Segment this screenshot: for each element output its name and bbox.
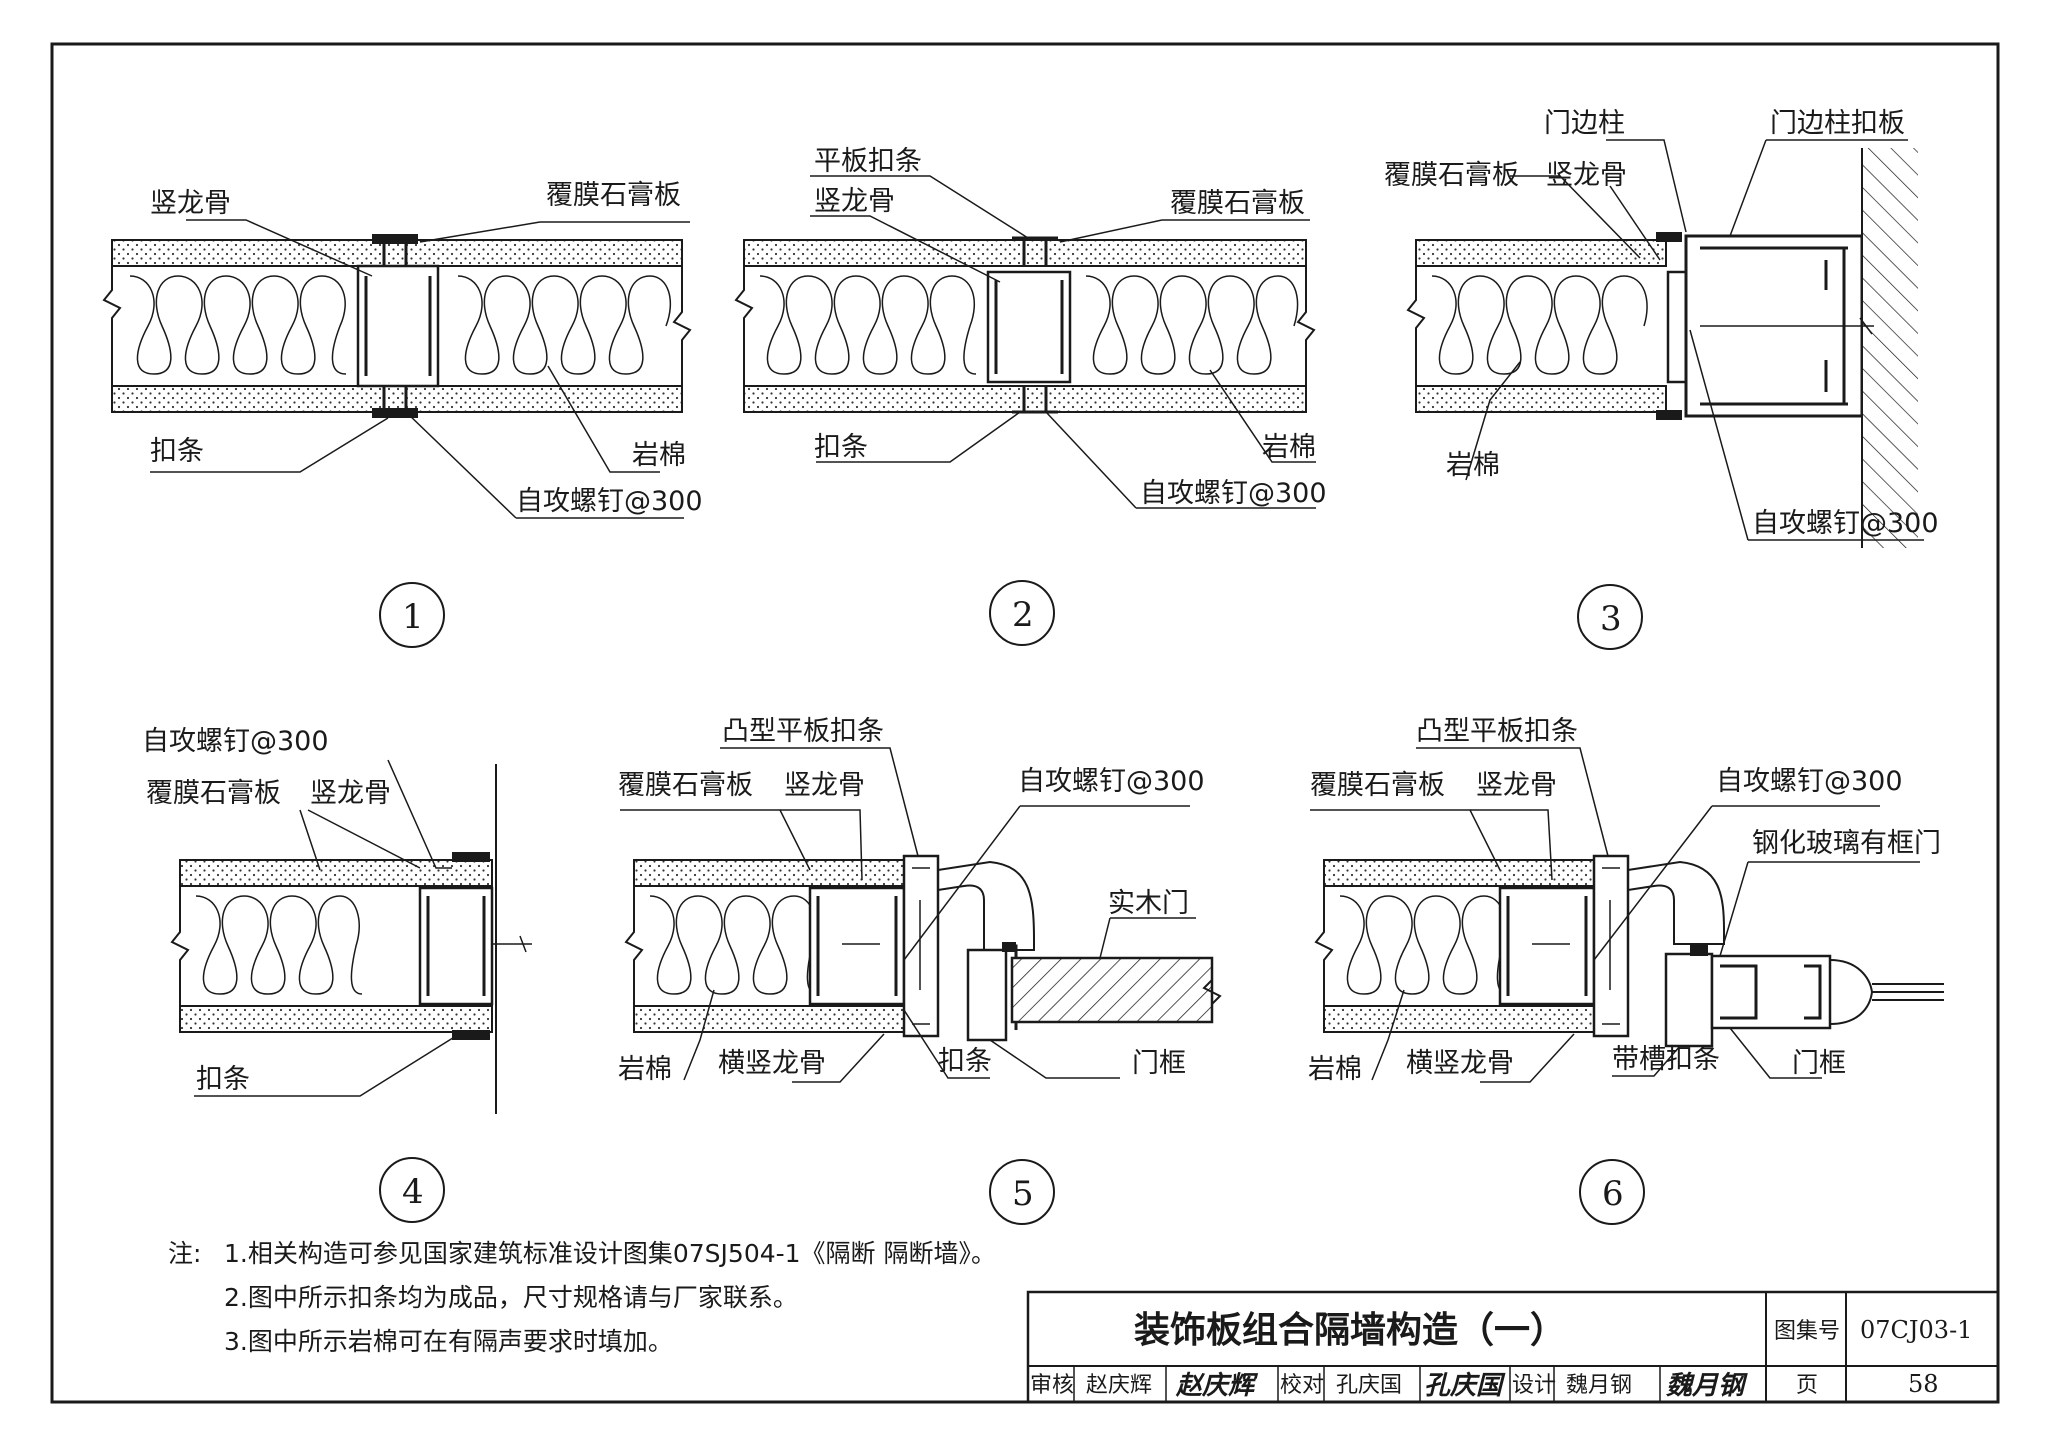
detail-3 [1406, 139, 1924, 548]
rock-wool-fill [129, 275, 347, 375]
d3-number: 3 [1600, 599, 1622, 639]
d5-label-stud: 竖龙骨 [784, 770, 865, 801]
d2-label-strip: 扣条 [814, 432, 868, 463]
d1-label-board: 覆膜石膏板 [546, 180, 681, 211]
page-label: 页 [1796, 1373, 1818, 1398]
sheet-border [50, 42, 2000, 1404]
page-number: 58 [1908, 1370, 1939, 1398]
d4-label-stud: 竖龙骨 [310, 778, 391, 809]
checker-name: 孔庆国 [1336, 1373, 1402, 1398]
d3-label-door-post-strip: 门边柱扣板 [1770, 108, 1905, 139]
d6-label-screw: 自攻螺钉@300 [1716, 766, 1903, 797]
checker-signature: 孔庆国 [1424, 1371, 1506, 1401]
detail-5 [620, 747, 1222, 1083]
d5-label-strip: 扣条 [938, 1046, 992, 1077]
designer-signature: 魏月钢 [1665, 1371, 1748, 1401]
d6-label-convex-strip: 凸型平板扣条 [1416, 716, 1578, 747]
d6-label-stud: 竖龙骨 [1476, 770, 1557, 801]
check-label: 校对 [1280, 1373, 1324, 1398]
d2-label-wool: 岩棉 [1262, 432, 1316, 463]
reviewer-name: 赵庆辉 [1086, 1373, 1152, 1398]
atlas-label: 图集号 [1774, 1319, 1840, 1344]
d6-label-groove-strip: 带槽扣条 [1612, 1044, 1720, 1075]
detail-1 [102, 219, 692, 519]
d5-label-wool: 岩棉 [618, 1054, 672, 1085]
d2-number: 2 [1012, 595, 1034, 635]
title-block [1026, 1290, 2000, 1404]
d5-label-cross-stud: 横竖龙骨 [718, 1048, 826, 1079]
d2-label-screw: 自攻螺钉@300 [1140, 478, 1327, 509]
d3-label-board: 覆膜石膏板 [1384, 160, 1519, 191]
d1-label-screw: 自攻螺钉@300 [516, 486, 703, 517]
d6-label-wool: 岩棉 [1308, 1054, 1362, 1085]
detail-2 [734, 175, 1316, 509]
d6-label-frame: 门框 [1792, 1048, 1846, 1079]
d4-label-screw: 自攻螺钉@300 [142, 726, 329, 757]
d4-label-board: 覆膜石膏板 [146, 778, 281, 809]
d5-label-convex-strip: 凸型平板扣条 [722, 716, 884, 747]
note-3: 3.图中所示岩棉可在有隔声要求时填加。 [224, 1327, 673, 1356]
d4-label-strip: 扣条 [196, 1064, 250, 1095]
review-label: 审核 [1030, 1373, 1074, 1398]
d1-label-stud: 竖龙骨 [150, 188, 231, 219]
d5-label-door: 实木门 [1108, 888, 1189, 919]
notes: 注: 1.相关构造可参见国家建筑标准设计图集07SJ504-1《隔断 隔断墙》。… [168, 1239, 996, 1356]
atlas-number: 07CJ03-1 [1860, 1316, 1972, 1344]
d5-label-frame: 门框 [1132, 1048, 1186, 1079]
reviewer-signature: 赵庆辉 [1175, 1371, 1259, 1401]
d3-label-screw: 自攻螺钉@300 [1752, 508, 1939, 539]
d2-label-board: 覆膜石膏板 [1170, 188, 1305, 219]
d1-label-strip: 扣条 [150, 436, 204, 467]
d6-label-cross-stud: 横竖龙骨 [1406, 1048, 1514, 1079]
detail-4 [170, 759, 532, 1114]
drawing-title: 装饰板组合隔墙构造（一） [1134, 1310, 1566, 1351]
d5-label-board: 覆膜石膏板 [618, 770, 753, 801]
note-2: 2.图中所示扣条均为成品，尺寸规格请与厂家联系。 [224, 1283, 798, 1312]
d4-number: 4 [402, 1172, 424, 1212]
d5-label-screw: 自攻螺钉@300 [1018, 766, 1205, 797]
notes-prefix: 注: [168, 1239, 201, 1268]
d2-label-stud: 竖龙骨 [814, 186, 895, 217]
d1-number: 1 [402, 597, 424, 637]
d1-label-wool: 岩棉 [632, 440, 686, 471]
detail-6 [1310, 747, 1944, 1083]
d3-label-door-post: 门边柱 [1544, 108, 1625, 139]
d6-label-board: 覆膜石膏板 [1310, 770, 1445, 801]
d6-number: 6 [1602, 1174, 1624, 1214]
d3-label-stud: 竖龙骨 [1546, 160, 1627, 191]
d2-label-flat-strip: 平板扣条 [814, 146, 922, 177]
d5-number: 5 [1012, 1174, 1034, 1214]
design-label: 设计 [1512, 1373, 1556, 1398]
d6-label-glass-door: 钢化玻璃有框门 [1752, 828, 1941, 859]
note-1: 1.相关构造可参见国家建筑标准设计图集07SJ504-1《隔断 隔断墙》。 [224, 1239, 996, 1268]
d3-label-wool: 岩棉 [1446, 450, 1500, 481]
designer-name: 魏月钢 [1566, 1373, 1632, 1398]
